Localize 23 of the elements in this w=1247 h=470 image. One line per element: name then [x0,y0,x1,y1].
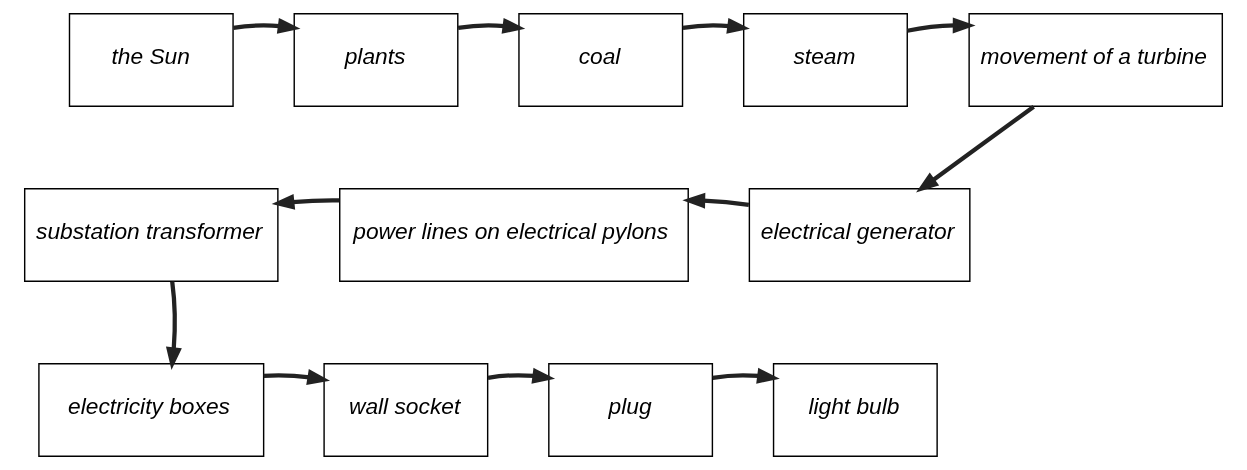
arrow [682,192,750,209]
node-box: plants [293,13,459,107]
node-box: substation transformer [24,188,279,282]
arrow [682,17,750,34]
arrow [233,17,301,34]
node-box: the Sun [68,13,234,107]
arrow [271,193,340,210]
node-box: steam [743,13,908,107]
node-box: power lines on electrical pylons [339,188,689,282]
arrow [916,104,1035,193]
node-box: plug [548,363,714,457]
node-box: wall socket [323,363,489,457]
arrow [487,367,556,384]
node-box: light bulb [772,363,938,457]
node-box: movement of a turbine [968,13,1223,107]
arrow [263,369,331,385]
node-box: electricity boxes [38,363,265,457]
arrow [457,17,526,34]
node-box: electrical generator [748,188,971,282]
arrow [906,17,976,34]
node-box: coal [518,13,684,107]
arrow [165,281,182,371]
arrow [712,367,780,384]
